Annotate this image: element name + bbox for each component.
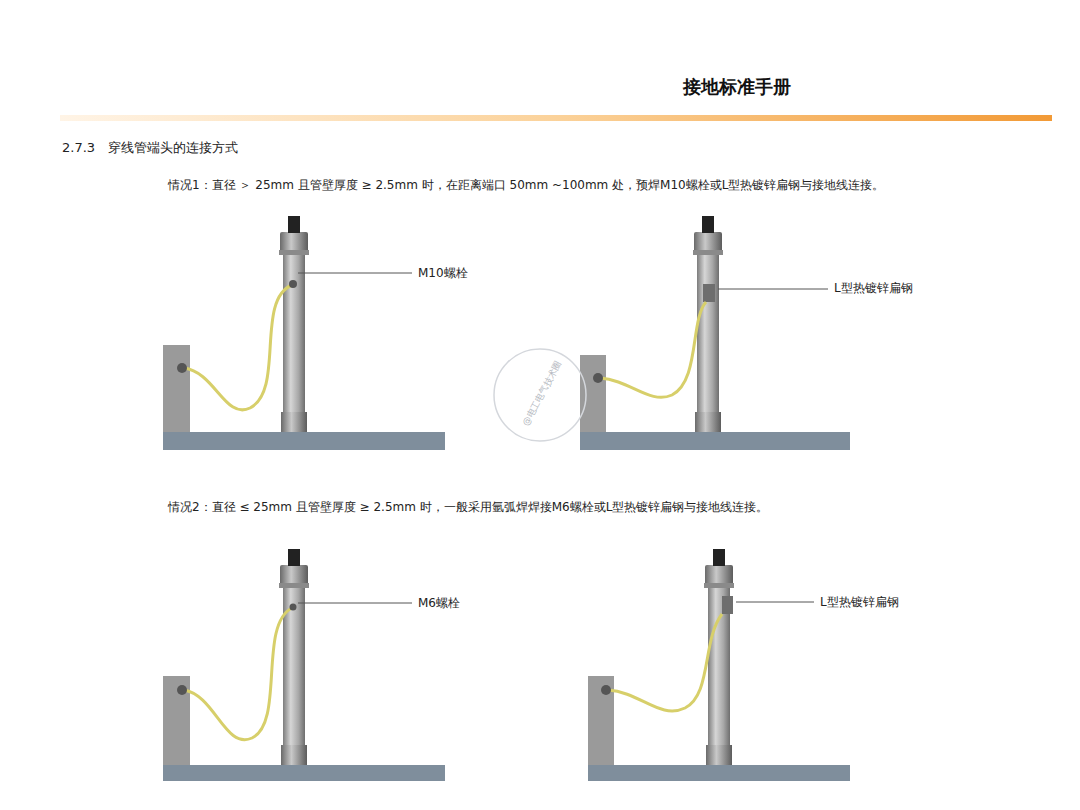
panel-one <box>163 216 445 450</box>
part-label: M6螺栓 <box>418 596 460 610</box>
part-label: L型热镀锌扁钢 <box>834 281 913 295</box>
part-label: M10螺栓 <box>418 266 468 280</box>
page-title: 接地标准手册 <box>683 76 791 98</box>
section-heading: 2.7.3 穿线管端头的连接方式 <box>62 140 238 156</box>
watermark-stamp <box>494 349 586 441</box>
header-bar <box>60 115 1052 121</box>
part-label: L型热镀锌扁钢 <box>820 595 899 609</box>
panel-two <box>580 216 850 450</box>
watermark: @电工电气技术圈 <box>520 359 563 428</box>
panel-four <box>588 549 850 781</box>
case-note: 情况2：直径 ≤ 25mm 且管壁厚度 ≥ 2.5mm 时，一般采用氩弧焊焊接M… <box>168 500 768 514</box>
panel-three <box>163 549 445 781</box>
case-note: 情况1：直径 ＞ 25mm 且管壁厚度 ≥ 2.5mm 时，在距离端口 50mm… <box>168 178 884 192</box>
